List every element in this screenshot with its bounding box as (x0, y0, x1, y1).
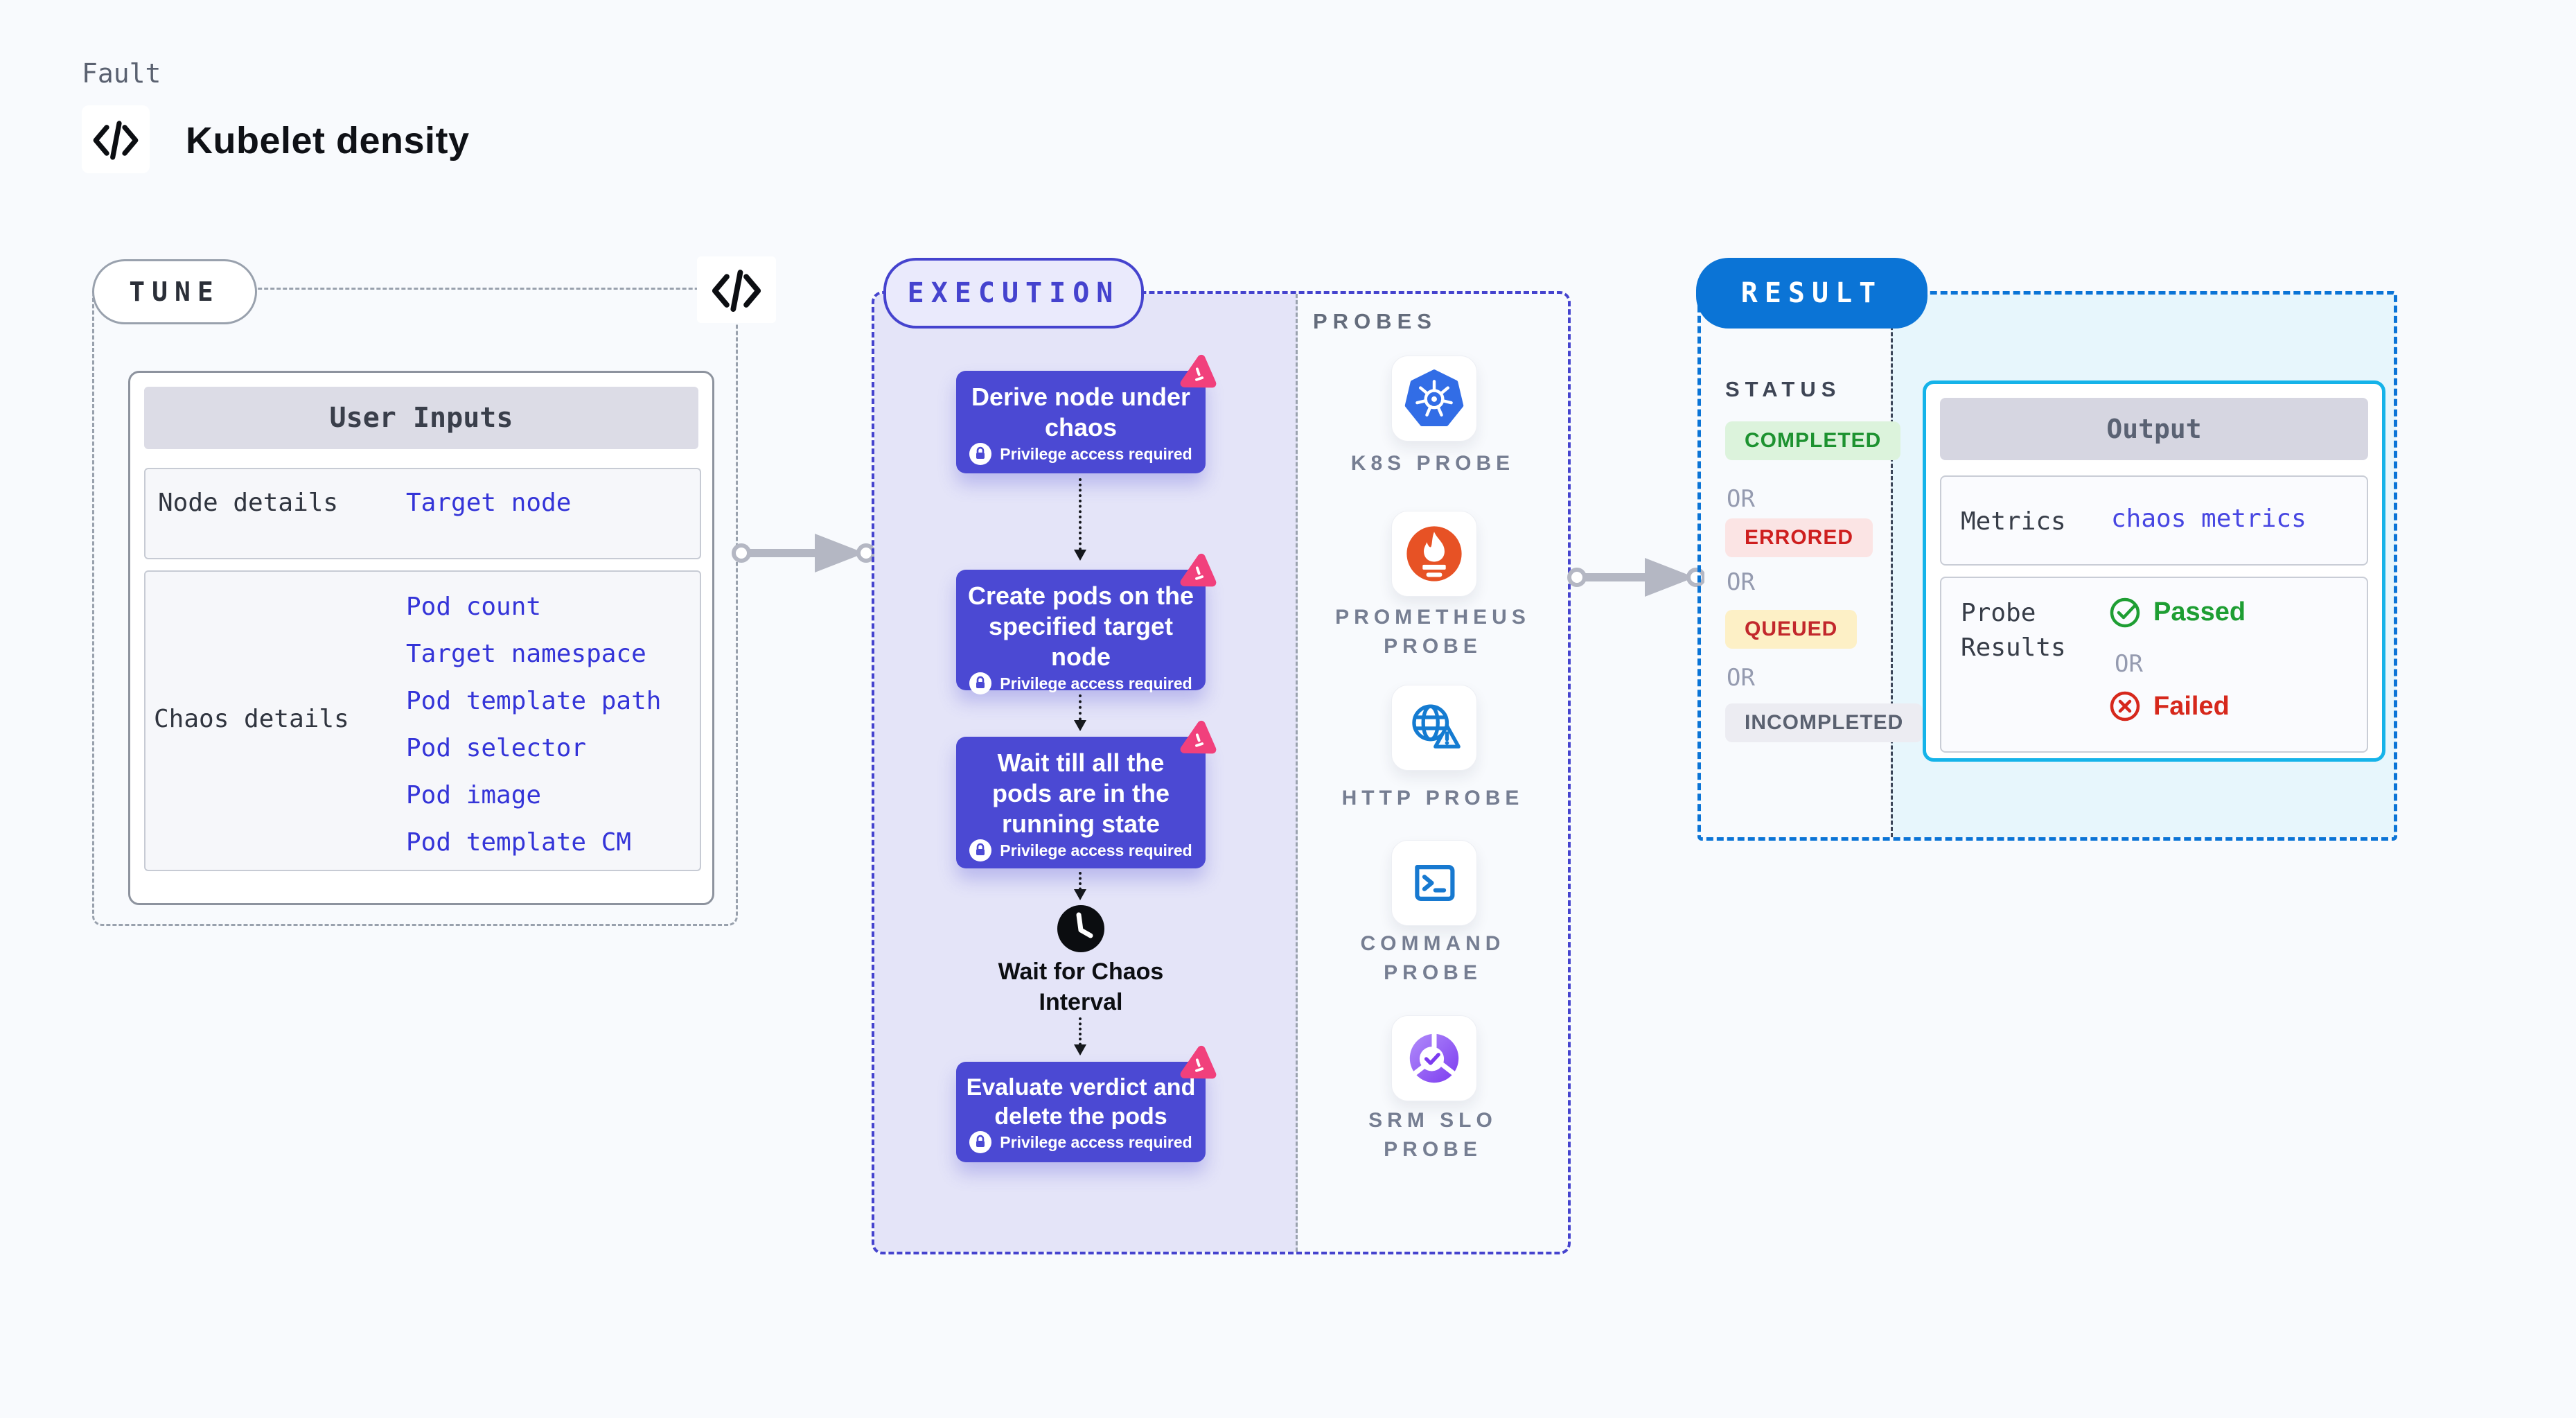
lock-icon (969, 1131, 992, 1153)
terminal-icon (1415, 865, 1455, 901)
litmus-chaos-icon (1180, 1045, 1217, 1079)
wait-for-chaos-interval-label: Wait for Chaos Interval (998, 959, 1164, 1015)
node-details-label: Node details (158, 489, 339, 517)
step-derive-node[interactable]: Derive node under chaos Privilege access… (956, 354, 1217, 473)
privilege-label: Privilege access required (1000, 1132, 1192, 1151)
code-icon (712, 270, 761, 312)
step-title: Create pods on the specified target node (967, 581, 1194, 671)
output-card: Output Metrics chaos metrics Probe Resul… (1923, 380, 2385, 762)
probe-results-row: Probe Results Passed OR Failed (1940, 577, 2368, 753)
probes-heading: PROBES (1313, 309, 1437, 333)
pod-template-cm-link[interactable]: Pod template CM (406, 828, 632, 857)
or-label: OR (1727, 568, 1755, 596)
pod-template-path-link[interactable]: Pod template path (406, 687, 662, 715)
page-title: Kubelet density (186, 120, 470, 161)
privilege-row: Privilege access required (966, 443, 1196, 465)
prometheus-icon (1406, 526, 1462, 581)
http-globe-icon (1412, 704, 1461, 749)
lock-icon (969, 672, 992, 694)
execution-section (872, 291, 1571, 1254)
litmus-chaos-icon (1180, 720, 1217, 754)
step-title: Evaluate verdict and delete the pods (966, 1074, 1196, 1130)
metrics-label: Metrics (1961, 507, 2066, 536)
step-create-pods[interactable]: Create pods on the specified target node… (956, 553, 1217, 694)
target-namespace-link[interactable]: Target namespace (406, 640, 646, 668)
execution-pill: EXECUTION (883, 258, 1144, 329)
execution-pill-label: EXECUTION (907, 277, 1120, 309)
probe-srm-slo-label: SRM SLO PROBE (1368, 1109, 1497, 1161)
litmus-chaos-icon (1180, 354, 1217, 388)
clock-icon (1057, 905, 1104, 952)
tune-pill-label: TUNE (129, 277, 220, 307)
or-label: OR (1727, 485, 1755, 513)
probe-prometheus[interactable] (1391, 511, 1477, 597)
probe-command-label: COMMAND PROBE (1360, 932, 1506, 984)
step-wait-pods-running[interactable]: Wait till all the pods are in the runnin… (956, 720, 1217, 868)
step-connector (1074, 1017, 1086, 1056)
tune-section (92, 288, 738, 926)
probe-k8s[interactable] (1391, 356, 1477, 441)
chaos-details-label: Chaos details (154, 705, 349, 733)
privilege-row: Privilege access required (966, 839, 1196, 861)
lock-icon (969, 839, 992, 861)
verdict-failed: Failed (2108, 689, 2230, 724)
verdict-passed: Passed (2108, 595, 2246, 629)
privilege-row: Privilege access required (966, 1131, 1196, 1153)
title-code-chip (82, 105, 150, 173)
pod-image-link[interactable]: Pod image (406, 781, 542, 809)
pod-selector-link[interactable]: Pod selector (406, 734, 587, 762)
or-label: OR (2115, 650, 2143, 678)
result-pill-label: RESULT (1740, 277, 1883, 309)
step-connector (1074, 872, 1086, 900)
failed-label: Failed (2153, 691, 2230, 721)
status-badge-errored: ERRORED (1725, 518, 1873, 557)
fault-kicker: Fault (82, 58, 161, 89)
tune-code-chip (697, 256, 776, 323)
metrics-value-link[interactable]: chaos metrics (2111, 505, 2306, 533)
step-connector (1074, 694, 1086, 731)
status-badge-completed: COMPLETED (1725, 421, 1901, 460)
flow-arrow-tune-to-execution (732, 534, 874, 572)
chaos-details-row: Chaos details Pod count Target namespace… (144, 570, 701, 871)
slo-donut-icon (1409, 1033, 1459, 1083)
kubernetes-icon (1404, 369, 1464, 427)
probe-http-label: HTTP PROBE (1341, 787, 1524, 809)
x-circle-icon (2110, 691, 2140, 721)
tune-pill: TUNE (92, 259, 257, 324)
probe-srm-slo[interactable] (1391, 1015, 1477, 1101)
status-badge-queued: QUEUED (1725, 610, 1858, 649)
probe-http[interactable] (1391, 685, 1477, 771)
probe-prometheus-label: PROMETHEUS PROBE (1335, 606, 1530, 658)
flow-arrow-execution-to-result (1567, 558, 1704, 597)
check-circle-icon (2110, 597, 2140, 628)
step-title: Wait till all the pods are in the runnin… (991, 749, 1170, 838)
probe-command[interactable] (1391, 840, 1477, 926)
user-inputs-card: User Inputs Node details Target node Cha… (128, 371, 714, 905)
step-evaluate-verdict[interactable]: Evaluate verdict and delete the pods Pri… (956, 1045, 1217, 1162)
status-badge-incompleted: INCOMPLETED (1725, 703, 1923, 742)
litmus-chaos-icon (1180, 553, 1217, 587)
code-icon (93, 121, 139, 160)
metrics-row: Metrics chaos metrics (1940, 475, 2368, 566)
privilege-label: Privilege access required (1000, 674, 1192, 692)
result-section (1697, 291, 2397, 841)
lock-icon (969, 443, 992, 465)
result-pill: RESULT (1696, 258, 1927, 329)
node-details-row: Node details Target node (144, 468, 701, 559)
passed-label: Passed (2153, 597, 2246, 627)
target-node-link[interactable]: Target node (406, 489, 572, 517)
user-inputs-header: User Inputs (144, 387, 698, 449)
privilege-label: Privilege access required (1000, 841, 1192, 859)
pod-count-link[interactable]: Pod count (406, 593, 542, 621)
probe-results-label: Probe Results (1961, 599, 2066, 662)
probe-k8s-label: K8S PROBE (1350, 452, 1515, 475)
or-label: OR (1727, 664, 1755, 692)
output-header: Output (1940, 398, 2368, 460)
step-connector (1074, 478, 1086, 561)
privilege-row: Privilege access required (966, 672, 1196, 694)
step-title: Derive node under chaos (971, 383, 1191, 441)
privilege-label: Privilege access required (1000, 444, 1192, 463)
status-heading: STATUS (1725, 377, 1842, 401)
